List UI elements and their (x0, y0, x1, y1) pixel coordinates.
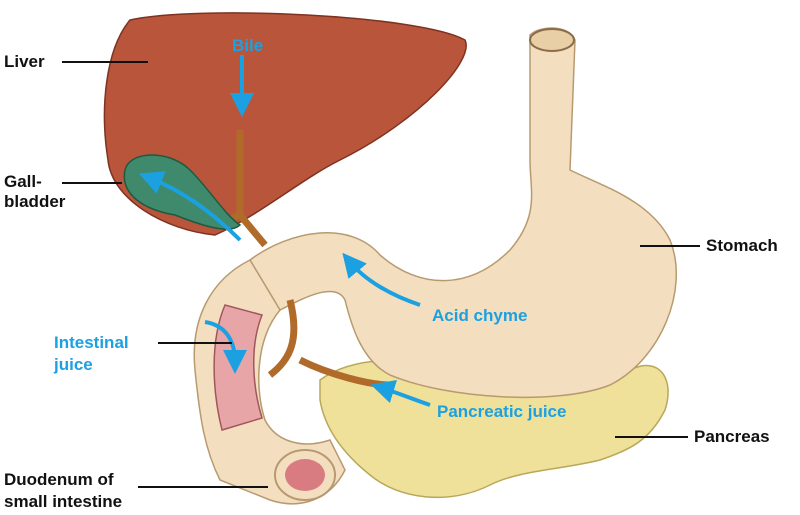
label-duodenum-2: small intestine (4, 492, 123, 511)
label-intestinal-juice-1: Intestinal (54, 333, 129, 352)
label-duodenum-1: Duodenum of (4, 470, 114, 489)
label-pancreas: Pancreas (694, 427, 770, 446)
stomach (249, 27, 678, 399)
label-stomach: Stomach (706, 236, 778, 255)
label-pancreatic-juice: Pancreatic juice (437, 402, 567, 421)
duodenum-lumen-inner (285, 459, 325, 491)
pancreatic-juice-arrow (370, 380, 431, 407)
label-gallbladder-2: bladder (4, 192, 66, 211)
esophagus-opening (529, 28, 575, 52)
label-liver: Liver (4, 52, 45, 71)
label-gallbladder-1: Gall- (4, 172, 42, 191)
gallbladder-arrow (138, 171, 242, 242)
label-acid-chyme: Acid chyme (432, 306, 528, 325)
acid-chyme-arrow (342, 252, 421, 307)
label-bile: Bile (232, 36, 264, 55)
intestinal-juice-arrow (204, 320, 247, 374)
label-intestinal-juice-2: juice (54, 355, 93, 374)
